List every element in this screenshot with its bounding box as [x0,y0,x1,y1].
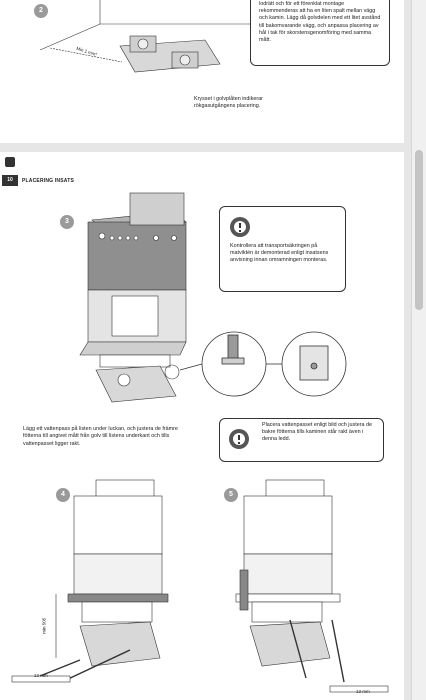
floor-plate-caption: Krysset i golvplåten indikerar rökgasutg… [194,96,263,110]
detail-highlight [164,364,180,380]
glass-door [111,295,159,337]
section-number: 10 [2,175,18,186]
step4-wrench-arrows [39,649,131,681]
step3-callout: Kontrollera att transportsäkringen på ma… [219,206,346,292]
step3-callout-text: Kontrollera att transportsäkringen på ma… [230,243,329,264]
floor-edge-line [39,23,101,51]
warning-icon [229,429,249,449]
step5-firebox [243,553,333,595]
step4-instruction: Lägg ett vattenpass på listen under luck… [23,426,178,447]
stove-back-panel [129,192,185,226]
step4-firebox [73,553,163,595]
top-callout: lodrätt och för ett förenklat montage re… [250,0,390,66]
step-2-badge: 2 [34,4,48,18]
step5-callout-text: Placera vattenpasset enligt bild och jus… [262,422,372,443]
floor-hole-left [137,38,149,50]
step5-callout: Placera vattenpasset enligt bild och jus… [219,418,384,462]
top-callout-text: lodrätt och för ett förenklat montage re… [259,1,381,44]
scrollbar-thumb[interactable] [415,150,423,310]
section-title: PLACERING INSATS [22,178,74,184]
step5-wrench-label: 13 mm [356,689,370,694]
stove-body [87,221,187,291]
step4-dimension-label: min 505 [41,617,47,634]
step-3-badge: 3 [60,215,74,229]
step4-wrench-tool [11,675,71,683]
step4-stove-body [73,495,163,555]
technical-drawings [11,0,389,693]
step4-wrench-label: 13 mm [34,673,48,678]
step4-spirit-level [67,593,169,603]
step5-spirit-level [239,569,249,611]
stove-base-rail [79,341,187,356]
stove-floor-plate [95,365,177,403]
manual-book-icon [5,157,15,167]
stove-legs-frame [99,354,171,368]
step-4-badge: 4 [56,488,70,502]
step5-wrench-arrows [289,619,345,683]
dimension-line [49,47,123,63]
step-5-badge: 5 [224,488,238,502]
step5-stove-body [243,495,333,555]
step5-wrench-tool [329,685,389,693]
warning-icon [230,217,250,237]
viewer-scrollbar[interactable] [411,0,426,700]
floor-hole-right [179,54,191,66]
